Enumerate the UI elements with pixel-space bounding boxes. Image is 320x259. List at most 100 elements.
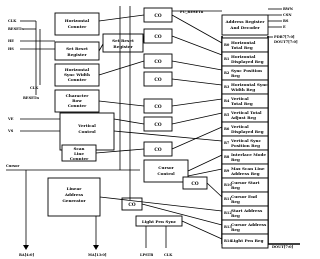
horizontal-sync-width-counter-line1: Horizontal bbox=[65, 67, 90, 72]
register-r14-label: Light Pen Reg bbox=[231, 238, 264, 243]
pu-reset-signal-label: PU_RESETn bbox=[180, 10, 204, 14]
co-block-2-label: CO bbox=[154, 35, 161, 40]
set-reset-register-2-line1: Set Reset bbox=[112, 38, 134, 43]
register-r10-id: R10 bbox=[224, 183, 232, 187]
register-r12-label: Reg bbox=[231, 213, 240, 218]
register-r13-label: Cursor Address bbox=[231, 222, 267, 227]
set-reset-register-block-2 bbox=[102, 33, 144, 53]
co-block-4-label: CO bbox=[154, 78, 161, 83]
register-r2-label: Reg bbox=[231, 73, 240, 78]
register-r13-label: Reg bbox=[231, 227, 240, 232]
register-r6-label: Vertical bbox=[230, 124, 249, 129]
vertical-control-block bbox=[59, 112, 115, 151]
he-signal-label: HE bbox=[8, 39, 14, 43]
register-r8-label: Reg bbox=[231, 157, 240, 162]
register-r7-label: Vertical Sync bbox=[230, 138, 261, 143]
vertical-control-line2: Control bbox=[78, 129, 96, 134]
register-r12-label: Start Address bbox=[231, 208, 263, 213]
crtc-block-diagram: CLK RESETn HE HS CLK RESETn VE VS Cursor… bbox=[6, 6, 300, 257]
register-r11-label: Cursor End bbox=[231, 194, 257, 199]
horizontal-counter-line1: Horizontal bbox=[65, 18, 90, 23]
co-block-5-label: CO bbox=[154, 105, 161, 110]
character-row-counter-line3: Counter bbox=[68, 103, 87, 108]
register-r10-label: Reg bbox=[231, 185, 240, 190]
register-r7-id: R7 bbox=[224, 141, 230, 145]
clk2-signal-label: CLK bbox=[30, 86, 39, 90]
pdb-signal-label: PDB7[7:0] bbox=[274, 35, 295, 39]
ma-signal-label: MA[13:0] bbox=[88, 253, 107, 257]
register-r5-label: Vertical Total bbox=[230, 110, 262, 115]
register-r1-label: Displayed Reg bbox=[231, 59, 264, 64]
clk-signal-label: CLK bbox=[8, 19, 17, 23]
register-r2-label: Sync Position bbox=[231, 68, 262, 73]
co-block-6-label: CO bbox=[154, 123, 161, 128]
co-block-8-label: CO bbox=[191, 182, 198, 187]
address-register-line2: And Decoder bbox=[229, 25, 260, 30]
register-r14-id: R14 bbox=[224, 239, 232, 243]
register-r9-label: Max Scan Line bbox=[231, 166, 265, 171]
e-signal-label: E bbox=[283, 25, 286, 29]
vertical-control-line1: Vertical bbox=[77, 123, 96, 128]
linear-address-generator-line2: Address bbox=[64, 192, 84, 197]
register-r4-id: R4 bbox=[224, 99, 230, 103]
register-r8-id: R8 bbox=[224, 155, 230, 159]
address-register-line1: Address Register bbox=[224, 19, 265, 24]
register-r6-id: R6 bbox=[224, 127, 230, 131]
interconnect-wires bbox=[95, 6, 223, 240]
horizontal-sync-width-counter-line3: Counter bbox=[68, 77, 87, 82]
register-r9-id: R9 bbox=[224, 169, 230, 173]
co-block-1-label: CO bbox=[154, 14, 161, 19]
register-r1-label: Horizontal bbox=[231, 54, 256, 59]
co-block-9-label: CO bbox=[128, 203, 135, 208]
register-r0-id: R0 bbox=[224, 43, 230, 47]
clk3-signal-label: CLK bbox=[164, 253, 173, 257]
character-row-counter-line2: Row bbox=[72, 98, 82, 103]
co-block-3-label: CO bbox=[154, 60, 161, 65]
csn-signal-label: CSN bbox=[283, 13, 292, 17]
register-r8-label: Interlace Mode bbox=[231, 152, 266, 157]
horizontal-counter-line2: Counter bbox=[68, 24, 87, 29]
register-r5-id: R5 bbox=[224, 113, 230, 117]
register-r1-id: R1 bbox=[224, 57, 230, 61]
address-register-decoder-block bbox=[221, 14, 269, 36]
register-r0-label: Horizontal bbox=[231, 40, 256, 45]
set-reset-register-block-1 bbox=[54, 41, 100, 61]
co-block-7-label: CO bbox=[154, 148, 161, 153]
register-r4-label: Total Reg bbox=[231, 101, 253, 106]
horizontal-counter-block bbox=[54, 12, 100, 36]
dout-bottom-signal-label: DOUT[7:0] bbox=[272, 245, 294, 249]
set-reset-register-1-line1: Set Reset bbox=[66, 46, 88, 51]
register-r11-id: R11 bbox=[224, 197, 232, 201]
dout-top-signal-label: DOUT7[7:0] bbox=[274, 40, 298, 44]
cursor-signal-label: Cursor bbox=[6, 164, 19, 168]
ra-signal-label: RA[4:0] bbox=[19, 253, 34, 257]
scan-line-counter-line1: Scan bbox=[73, 146, 84, 151]
register-r9-label: Address Reg bbox=[230, 171, 260, 176]
register-r14 bbox=[221, 233, 269, 249]
reset-signal-label: RESETn bbox=[8, 27, 24, 31]
register-r11-label: Reg bbox=[231, 199, 240, 204]
linear-address-generator-block bbox=[47, 177, 101, 217]
character-row-counter-line1: Character bbox=[66, 93, 90, 98]
light-pen-sync-label: Light Pen Sync bbox=[142, 219, 177, 224]
linear-address-generator-line3: Generator bbox=[62, 198, 86, 203]
register-r5-label: Adjust Reg bbox=[230, 115, 256, 120]
lpstb-signal-label: LPSTB bbox=[140, 253, 153, 257]
register-r3-id: R3 bbox=[224, 85, 230, 89]
scan-line-counter-line3: Counter bbox=[70, 156, 89, 161]
cursor-control-line2: Control bbox=[157, 171, 175, 176]
reset2-signal-label: RESETn bbox=[23, 96, 39, 100]
set-reset-register-1-line2: Register bbox=[67, 52, 87, 57]
set-reset-register-2-line2: Register bbox=[113, 44, 133, 49]
linear-address-generator-line1: Linear bbox=[67, 186, 83, 191]
register-r4-label: Vertical bbox=[230, 96, 249, 101]
register-r13-id: R13 bbox=[224, 225, 232, 229]
register-r6-label: Displayed Reg bbox=[231, 129, 264, 134]
register-r12-id: R12 bbox=[224, 211, 232, 215]
register-r10-label: Cursor Start bbox=[231, 180, 260, 185]
ve-signal-label: VE bbox=[7, 117, 14, 121]
register-r2-id: R2 bbox=[224, 71, 230, 75]
hs-signal-label: HS bbox=[8, 47, 14, 51]
horizontal-sync-width-counter-line2: Sync Width bbox=[64, 72, 90, 77]
scan-line-counter-line2: Line bbox=[74, 151, 84, 156]
